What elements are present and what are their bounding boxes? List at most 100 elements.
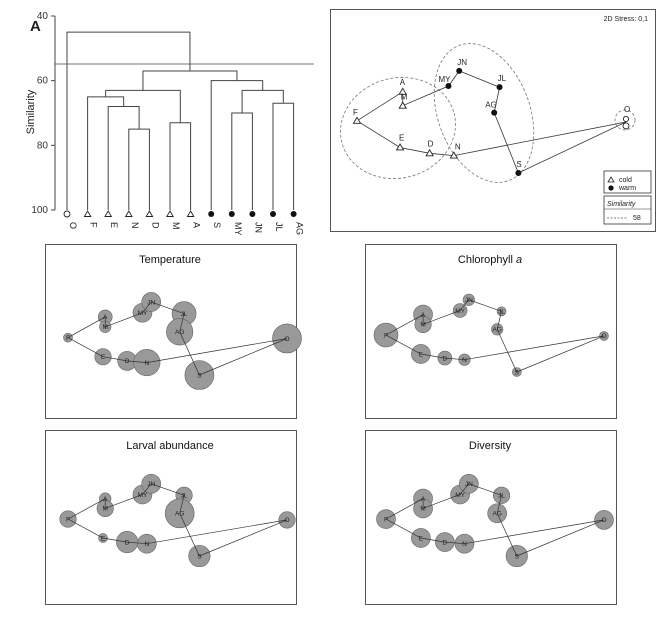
bubble-label: A [103, 496, 108, 503]
bubble-label: S [515, 553, 520, 560]
panel-c-title: Temperature [139, 254, 201, 266]
legend-box [603, 170, 652, 194]
legend: cold warm Similarity 58 [603, 170, 652, 225]
point-label: D [428, 139, 434, 148]
point-label: S [516, 160, 521, 169]
warm-point-icon [456, 67, 463, 74]
bubble-label: M [103, 324, 108, 331]
bubble-label: M [420, 322, 425, 329]
leaf-label: JL [274, 222, 284, 232]
trajectory-line [385, 483, 605, 557]
warm-point-icon [515, 170, 522, 176]
bubble-label: S [197, 372, 202, 379]
bubble-label: O [601, 333, 606, 340]
dendrogram-branch [105, 89, 181, 123]
dendrogram-branch [66, 31, 191, 210]
leaf-label: JN [253, 222, 263, 233]
panel-e-title: Larval abundance [126, 440, 213, 452]
outlier-group-ellipse [614, 109, 636, 131]
cold-point-icon [425, 148, 434, 157]
dendrogram-branch [210, 80, 264, 210]
bubble-label: F [384, 332, 388, 339]
legend-cold-label: cold [619, 177, 632, 184]
point-label: JL [498, 74, 507, 83]
similarity-legend-value: 58 [633, 215, 641, 222]
bubble-label: MY [138, 310, 148, 317]
dendrogram-branch [231, 112, 253, 210]
bubble-label: F [66, 335, 70, 342]
cold-marker-icon [166, 210, 174, 217]
point-label: MY [438, 75, 451, 84]
warm-marker-icon [270, 211, 276, 217]
point-label: E [399, 133, 404, 142]
warm-point-icon [445, 83, 452, 89]
cold-marker-icon [83, 210, 92, 217]
leaf-label: S [212, 222, 222, 228]
similarity-legend-box [603, 195, 652, 225]
point-label: F [353, 108, 358, 117]
warm-legend-icon [608, 185, 614, 191]
point-label: A [400, 78, 406, 87]
bubble-label: JL [181, 493, 188, 500]
bubble-label: D [443, 355, 448, 362]
bubble-label: M [103, 506, 108, 513]
bubble-label: A [421, 496, 426, 503]
leaf-label: E [109, 222, 119, 228]
bubble-label: AG [492, 327, 501, 334]
outlier-point-icon [622, 122, 630, 130]
bubble-label: O [601, 517, 606, 524]
trajectory-line [67, 301, 288, 376]
bubble-label: JN [465, 297, 473, 304]
warm-group-ellipse [433, 43, 535, 183]
warm-point-icon [496, 84, 503, 91]
cold-marker-icon [186, 210, 195, 217]
bubble-label: S [515, 369, 520, 376]
cold-group-ellipse [340, 77, 456, 179]
leaf-label: O [68, 222, 78, 229]
bubble-label: AG [175, 511, 184, 518]
bubble-label: N [144, 541, 149, 548]
y-tick-label-40: 40 [37, 11, 49, 22]
panel-d-frame [365, 244, 617, 419]
bubble-label: E [101, 535, 106, 542]
bubble-label: JL [498, 493, 505, 500]
bubble-label: E [101, 354, 106, 361]
bubble-label: O [284, 336, 289, 343]
cold-marker-icon [145, 210, 154, 217]
cold-marker-icon [124, 210, 133, 217]
panel-b-frame [330, 9, 656, 232]
leaf-label: AG [295, 222, 305, 235]
dendrogram-branch [107, 106, 140, 210]
cold-point-icon [398, 87, 408, 95]
bubble-label: A [421, 312, 426, 319]
leaf-label: F [89, 222, 99, 228]
bubble-label: O [284, 517, 289, 524]
trajectory-line [67, 483, 288, 557]
bubble-label: E [419, 535, 424, 542]
cold-point-icon [449, 151, 459, 159]
warm-marker-icon [249, 211, 256, 217]
outlier-marker-icon [63, 210, 71, 218]
bubble-label: AG [175, 329, 184, 336]
bubble-label: D [125, 358, 130, 365]
point-label: N [455, 143, 461, 152]
bubble-label: JL [181, 311, 188, 318]
bubble-label: MY [138, 492, 148, 499]
y-tick-label-100: 100 [31, 205, 48, 216]
bubble-label: JN [147, 481, 155, 488]
panel-d-title: Chlorophyll a [458, 254, 522, 266]
bubble-label: F [66, 516, 70, 523]
cold-point-icon [352, 116, 362, 124]
bubble-label: M [420, 506, 425, 513]
dendrogram-branch [241, 89, 284, 113]
bubble-label: D [125, 539, 130, 546]
leaf-label: A [192, 222, 202, 228]
bubble-label: AG [492, 511, 501, 518]
trajectory-line [385, 299, 605, 373]
point-label: AG [485, 101, 497, 110]
